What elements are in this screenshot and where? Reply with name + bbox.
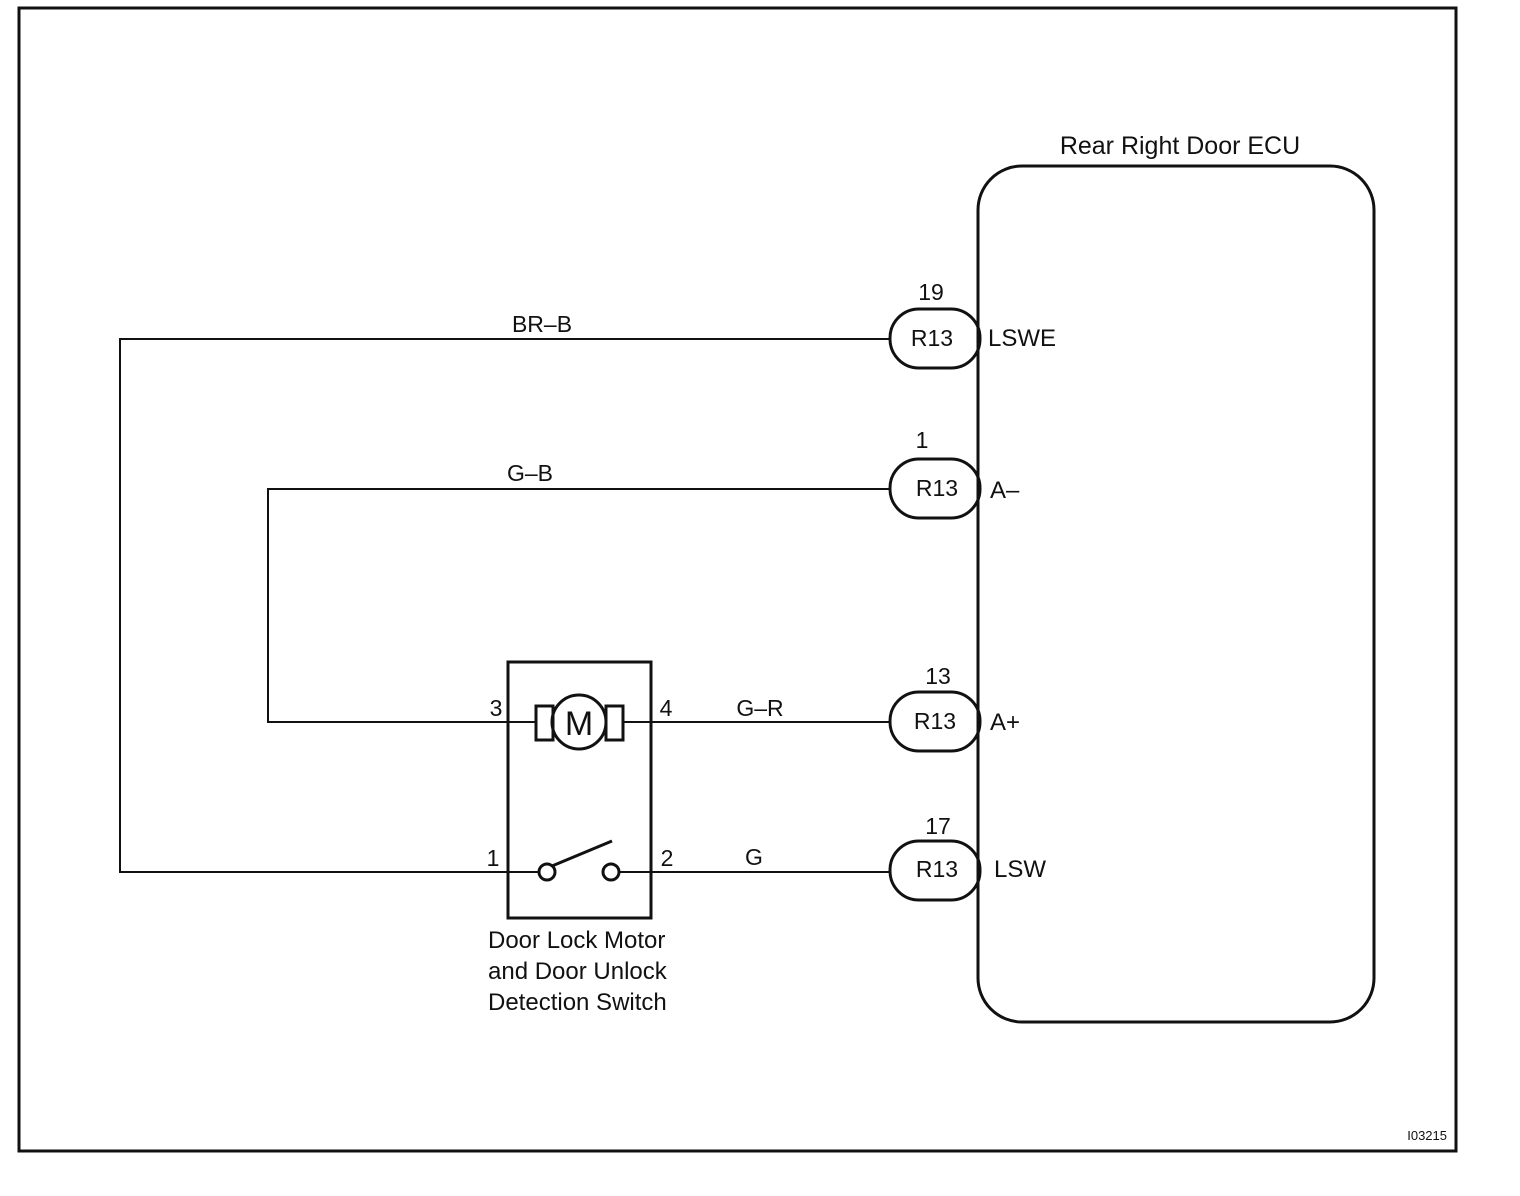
- connector-pin-number: 17: [925, 813, 951, 839]
- component-label-line-2: and Door Unlock: [488, 958, 668, 985]
- component-label-line-3: Detection Switch: [488, 989, 667, 1016]
- connector-id: R13: [916, 856, 958, 882]
- wire-g-b: [267, 488, 890, 723]
- outer-frame: [17, 6, 1458, 1153]
- ecu-box: [976, 164, 1376, 1024]
- ecu-title: Rear Right Door ECU: [1060, 132, 1300, 160]
- connector-pin-number: 19: [918, 279, 944, 305]
- wire-label-g-r: G–R: [736, 695, 783, 721]
- component-label-line-1: Door Lock Motor: [488, 927, 665, 954]
- component-pin-3: 3: [490, 695, 503, 721]
- connector-a-plus: R13 13 A+: [888, 663, 1020, 753]
- connector-pin-number: 13: [925, 663, 951, 689]
- connector-lswe: R13 19 LSWE: [888, 279, 1056, 370]
- connector-body: [888, 307, 982, 370]
- figure-id: I03215: [1407, 1128, 1447, 1143]
- switch-contact-right: [601, 862, 621, 882]
- detection-switch-symbol: [537, 839, 621, 882]
- ecu-terminal-name: A–: [990, 477, 1020, 504]
- connector-id: R13: [911, 325, 953, 351]
- switch-blade: [551, 839, 613, 868]
- ecu-terminal-name: LSW: [994, 856, 1046, 883]
- wire-label-br-b: BR–B: [512, 311, 572, 337]
- component-box: [506, 660, 653, 920]
- motor-circle: [550, 693, 608, 751]
- connector-body: [888, 839, 982, 902]
- motor-terminal-left: [534, 704, 555, 742]
- connector-a-minus: R13 1 A–: [888, 427, 1020, 520]
- connector-id: R13: [916, 475, 958, 501]
- switch-contact-left: [537, 862, 557, 882]
- component-pin-4: 4: [660, 695, 673, 721]
- ecu-terminal-name: LSWE: [988, 325, 1056, 352]
- component-pin-2: 2: [661, 845, 674, 871]
- connector-id: R13: [914, 708, 956, 734]
- ecu-terminal-name: A+: [990, 709, 1020, 736]
- component-pin-1: 1: [487, 845, 500, 871]
- connector-pin-number: 1: [916, 427, 929, 453]
- connector-body: [888, 690, 982, 753]
- connector-body: [888, 457, 982, 520]
- connector-lsw: R13 17 LSW: [888, 813, 1046, 902]
- motor-letter: M: [565, 705, 593, 743]
- motor-symbol: M: [534, 693, 625, 751]
- wire-br-b: [119, 338, 890, 873]
- wire-label-g-b: G–B: [507, 460, 553, 486]
- motor-terminal-right: [604, 704, 625, 742]
- wire-label-g: G: [745, 844, 763, 870]
